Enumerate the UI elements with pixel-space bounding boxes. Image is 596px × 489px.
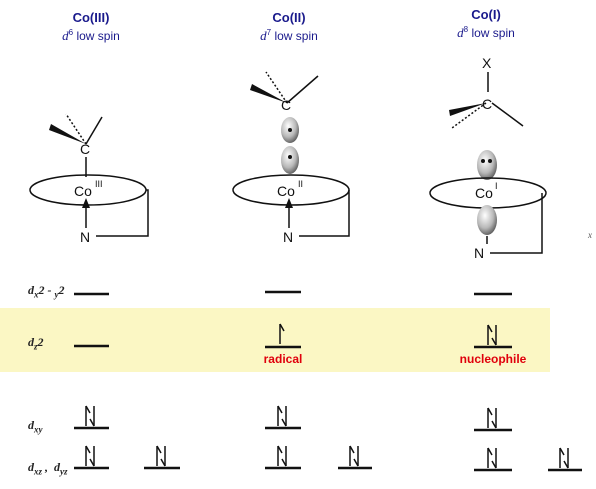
electron-dot bbox=[488, 159, 492, 163]
electron-up-CoII-dxz-head bbox=[277, 445, 283, 454]
orbital-lobe bbox=[477, 205, 497, 235]
hashed-bond bbox=[451, 102, 487, 129]
carbon-label: C bbox=[80, 141, 90, 157]
electron-up-CoI-dxy-head bbox=[487, 407, 493, 416]
metal-label-co3: Co bbox=[74, 183, 92, 199]
electron-up-CoII-dz2-head bbox=[279, 323, 285, 332]
title-co3: Co(III) bbox=[72, 10, 110, 25]
label-dxy: dxy bbox=[28, 418, 43, 435]
energy-levels bbox=[74, 290, 582, 472]
metal-ox-co1: I bbox=[495, 181, 498, 191]
radical-label: radical bbox=[263, 352, 303, 366]
electron-down-CoII-dxz-head bbox=[281, 458, 287, 467]
electron-up-CoI-dz2-head bbox=[487, 324, 493, 333]
electron-dot bbox=[288, 155, 292, 159]
side-character: x bbox=[588, 230, 592, 240]
electron-down-CoIII-dyz-head bbox=[160, 458, 166, 467]
electron-down-CoI-dyz-head bbox=[563, 460, 569, 469]
electron-dot bbox=[481, 159, 485, 163]
electron-up-CoIII-dxy-head bbox=[85, 405, 91, 414]
electron-down-CoIII-dxy-head bbox=[89, 418, 95, 427]
electron-down-CoI-dz2-head bbox=[491, 337, 497, 346]
electron-down-CoI-dxz-head bbox=[491, 460, 497, 469]
electron-up-CoI-dxz-head bbox=[487, 447, 493, 456]
tether bbox=[490, 193, 543, 254]
structure-co3: C Co III N bbox=[29, 113, 149, 245]
header-co2: Co(II) d7 low spin bbox=[219, 10, 359, 44]
wedge-bond bbox=[449, 103, 486, 116]
carbon-label: C bbox=[281, 97, 291, 113]
metal-ox-co2: II bbox=[298, 179, 303, 189]
wedge-bond bbox=[49, 124, 86, 144]
dz2-highlight-band bbox=[0, 308, 550, 372]
nitrogen-label-co3: N bbox=[80, 229, 90, 245]
electron-down-CoI-dxy-head bbox=[491, 420, 497, 429]
nitrogen-label-co2: N bbox=[283, 229, 293, 245]
wedge-bond bbox=[250, 84, 287, 103]
structure-co1: X C Co I N bbox=[429, 55, 547, 261]
electron-down-CoIII-dxz-head bbox=[89, 458, 95, 467]
bond bbox=[85, 116, 103, 145]
metal-ox-co3: III bbox=[95, 179, 103, 189]
electron-up-CoII-dyz-head bbox=[349, 445, 355, 454]
metal-label-co1: Co bbox=[475, 185, 493, 201]
label-dz2: dz2 bbox=[28, 335, 44, 352]
orbital-lobe bbox=[281, 146, 299, 174]
electron-up-CoI-dyz-head bbox=[559, 447, 565, 456]
carbon-label: C bbox=[482, 96, 492, 112]
header-co3: Co(III) d6 low spin bbox=[21, 10, 161, 44]
arrowhead bbox=[285, 198, 293, 208]
electron-up-CoIII-dyz-head bbox=[156, 445, 162, 454]
tether bbox=[96, 189, 149, 237]
header-co1: Co(I) d8 low spin bbox=[416, 7, 556, 41]
structure-co2: C Co II N bbox=[232, 71, 350, 245]
metal-label-co2: Co bbox=[277, 183, 295, 199]
electron-down-CoII-dxy-head bbox=[281, 418, 287, 427]
bond bbox=[286, 75, 319, 104]
label-dx2y2: dx2 - y2 bbox=[28, 283, 65, 300]
bond bbox=[491, 102, 524, 127]
title-co2: Co(II) bbox=[272, 10, 306, 25]
nucleophile-label: nucleophile bbox=[459, 352, 527, 366]
electron-dot bbox=[288, 128, 292, 132]
apical-x-label: X bbox=[482, 55, 492, 71]
electron-down-CoII-dyz-head bbox=[353, 458, 359, 467]
subtitle-co2: d7 low spin bbox=[260, 28, 318, 43]
label-dxz-dyz: dxz , dyz bbox=[28, 460, 68, 477]
electron-arrows bbox=[85, 323, 569, 469]
nitrogen-label-co1: N bbox=[474, 245, 484, 261]
tether bbox=[299, 190, 350, 237]
arrowhead bbox=[82, 198, 90, 208]
electron-up-CoII-dxy-head bbox=[277, 405, 283, 414]
orbital-lobe bbox=[477, 150, 497, 180]
electron-up-CoIII-dxz-head bbox=[85, 445, 91, 454]
title-co1: Co(I) bbox=[471, 7, 501, 22]
subtitle-co1: d8 low spin bbox=[457, 25, 515, 40]
subtitle-co3: d6 low spin bbox=[62, 28, 120, 43]
